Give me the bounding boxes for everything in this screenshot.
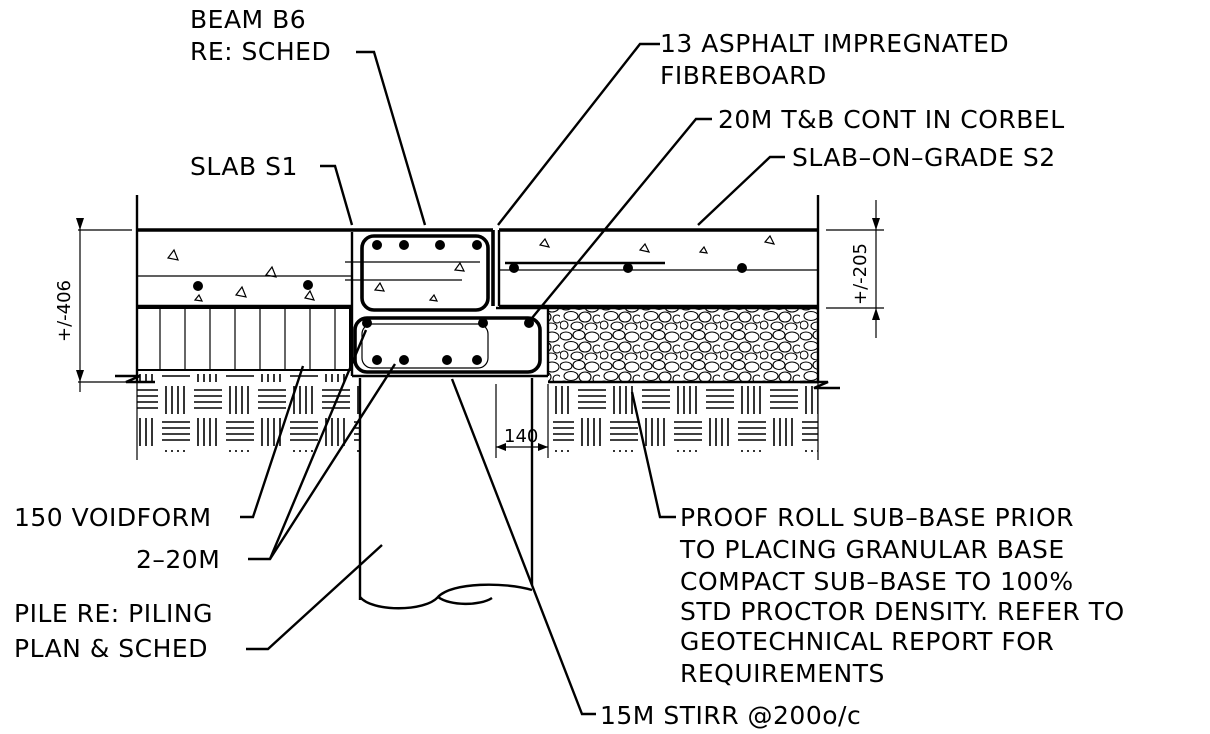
fibreboard-joint bbox=[491, 230, 501, 306]
annotation-labels: BEAM B6 RE: SCHED 13 ASPHALT IMPREGNATED… bbox=[14, 5, 1125, 730]
slab-on-grade-s2 bbox=[499, 195, 820, 382]
beam-label-line-1: BEAM B6 bbox=[190, 5, 306, 34]
fibreboard-label-line-2: FIBREBOARD bbox=[660, 61, 827, 90]
proof-roll-note-line-2: TO PLACING GRANULAR BASE bbox=[679, 535, 1065, 564]
concrete-aggregate-marks bbox=[166, 248, 316, 302]
proof-roll-note-line-3: COMPACT SUB–BASE TO 100% bbox=[680, 567, 1074, 596]
beam-label-line-2: RE: SCHED bbox=[190, 37, 331, 66]
voidform-label: 150 VOIDFORM bbox=[14, 503, 212, 532]
bars-label: 2–20M bbox=[136, 545, 220, 574]
corbel-width-label: 140 bbox=[504, 426, 538, 447]
proof-roll-note-line-5: GEOTECHNICAL REPORT FOR bbox=[680, 627, 1054, 656]
slab-on-grade-label: SLAB–ON–GRADE S2 bbox=[792, 143, 1056, 172]
pile bbox=[358, 378, 534, 610]
dimension-corbel-width: 140 bbox=[495, 384, 549, 458]
pile-label-line-1: PILE RE: PILING bbox=[14, 599, 213, 628]
voidform bbox=[136, 307, 351, 371]
slab-s1 bbox=[135, 195, 493, 382]
proof-roll-note-line-1: PROOF ROLL SUB–BASE PRIOR bbox=[680, 503, 1074, 532]
granular-base bbox=[548, 306, 818, 384]
soil-region bbox=[136, 374, 819, 460]
leader-lines bbox=[240, 42, 785, 716]
fibreboard-label-line-1: 13 ASPHALT IMPREGNATED bbox=[660, 29, 1009, 58]
corbel-label: 20M T&B CONT IN CORBEL bbox=[718, 105, 1065, 134]
beam-b6 bbox=[345, 232, 550, 378]
slab-depth-label: +/-406 bbox=[54, 280, 75, 342]
dimension-slab-depth: +/-406 bbox=[54, 218, 132, 392]
break-lines bbox=[115, 374, 840, 390]
sog-depth-label: +/-205 bbox=[850, 243, 871, 305]
stirrups-label: 15M STIRR @200o/c bbox=[600, 701, 861, 730]
proof-roll-note-line-6: REQUIREMENTS bbox=[680, 659, 885, 688]
slab-s1-label: SLAB S1 bbox=[190, 152, 298, 181]
dimension-sog-depth: +/-205 bbox=[826, 200, 884, 338]
proof-roll-note-line-4: STD PROCTOR DENSITY. REFER TO bbox=[680, 597, 1125, 626]
pile-label-line-2: PLAN & SCHED bbox=[14, 634, 208, 663]
